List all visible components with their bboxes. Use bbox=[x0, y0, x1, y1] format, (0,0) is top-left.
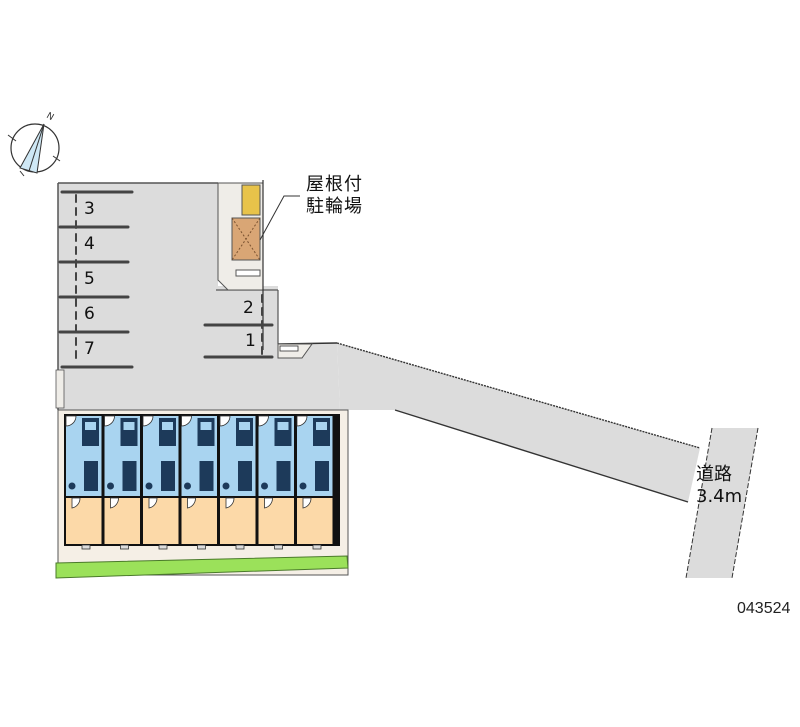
apartment-unit bbox=[142, 415, 179, 550]
parking-space-4: 4 bbox=[84, 234, 95, 254]
road-width: 3.4m bbox=[696, 486, 743, 507]
parking-space-6: 6 bbox=[84, 304, 95, 324]
bicycle-parking-label: 屋根付 駐輪場 bbox=[306, 174, 363, 218]
property-code: 043524 bbox=[737, 600, 791, 617]
bicycle-parking-label-line2: 駐輪場 bbox=[306, 196, 363, 217]
driveway bbox=[337, 343, 700, 502]
greenery-strip bbox=[55, 555, 349, 579]
apartment-unit bbox=[104, 415, 140, 550]
road-label: 道路 3.4m bbox=[696, 464, 742, 508]
road bbox=[686, 428, 758, 578]
parking-lines bbox=[58, 190, 274, 369]
apartment-unit bbox=[258, 415, 294, 550]
apartment-unit bbox=[296, 415, 333, 550]
apartment-unit bbox=[219, 415, 256, 550]
parking-space-3: 3 bbox=[84, 199, 95, 219]
north-arrow-compass-icon: N bbox=[7, 111, 61, 177]
parking-space-1: 1 bbox=[245, 331, 256, 351]
road-name: 道路 bbox=[696, 464, 732, 485]
parking-space-7: 7 bbox=[84, 339, 95, 359]
bicycle-parking-label-line1: 屋根付 bbox=[306, 174, 363, 195]
parking-space-5: 5 bbox=[84, 269, 95, 289]
parking-space-2: 2 bbox=[243, 298, 254, 318]
parking-lot bbox=[55, 182, 340, 410]
apartment-unit bbox=[65, 415, 102, 550]
north-label: N bbox=[44, 111, 55, 123]
bicycle-parking bbox=[217, 180, 300, 350]
apartment-unit bbox=[181, 415, 217, 550]
